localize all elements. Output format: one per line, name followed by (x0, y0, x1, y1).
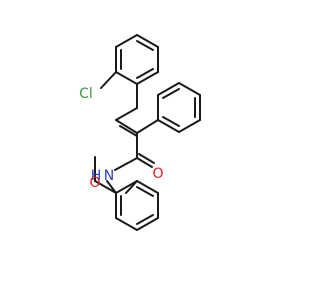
bond (136, 68, 154, 79)
bond (136, 214, 154, 225)
bond (115, 119, 138, 134)
molecule-canvas: Cl N H O O (79, 34, 201, 231)
atom-label-chlorine: Cl (79, 86, 93, 102)
bond (115, 34, 138, 48)
bond (114, 157, 138, 171)
bond (178, 82, 201, 96)
bond (136, 180, 159, 194)
bond (136, 34, 159, 48)
molecule-structure: Cl N H O O (79, 34, 201, 231)
bond (115, 107, 138, 121)
bond (136, 71, 159, 85)
bond (157, 82, 180, 96)
atom-label-amide-nitrogen: N (104, 168, 114, 184)
bond (119, 125, 138, 137)
bond (136, 157, 153, 168)
bond (94, 180, 117, 194)
bond (115, 180, 138, 194)
bond (162, 88, 180, 99)
bond (136, 40, 154, 51)
bond (178, 119, 201, 133)
bond (100, 71, 117, 89)
atom-label-amide-hydrogen: H (91, 168, 102, 184)
bond (115, 71, 138, 85)
bond (115, 217, 138, 231)
atom-label-carbonyl-oxygen: O (152, 166, 163, 182)
bond (138, 153, 155, 164)
bond (136, 186, 154, 197)
bond (157, 119, 180, 133)
bond-layer (94, 34, 201, 231)
atom-label-ether-oxygen: O (89, 175, 100, 191)
bond (136, 119, 159, 134)
bond (136, 217, 159, 231)
atom-label-layer: Cl N H O O (79, 86, 163, 191)
bond (125, 180, 138, 194)
bond (162, 116, 180, 127)
